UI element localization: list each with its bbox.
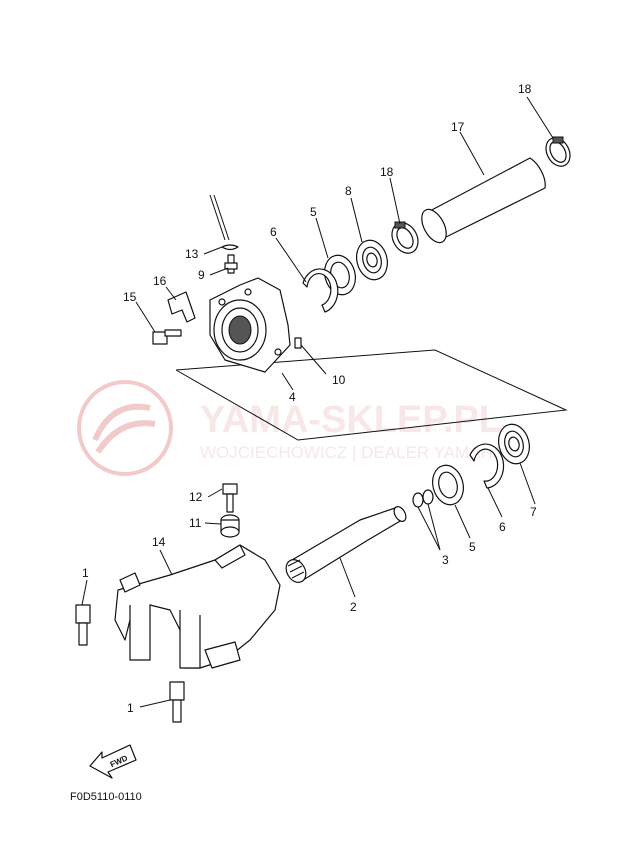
label-5-lower: 5: [469, 540, 476, 554]
label-10: 10: [332, 373, 346, 387]
label-5-upper: 5: [310, 205, 317, 219]
label-18-top: 18: [518, 82, 532, 96]
circlip-6-lower: [469, 443, 505, 489]
label-4: 4: [289, 390, 296, 404]
label-14: 14: [152, 535, 166, 549]
clamp-18-left: [391, 221, 419, 254]
label-6-upper: 6: [270, 225, 277, 239]
label-7: 7: [530, 505, 537, 519]
label-18-mid: 18: [380, 165, 394, 179]
circlip-6-upper: [302, 268, 339, 313]
label-17: 17: [451, 120, 465, 134]
pin-10: [294, 337, 302, 349]
cable: [209, 194, 226, 241]
bolt-1-upper: [75, 604, 91, 646]
label-3: 3: [442, 553, 449, 567]
label-1-upper: 1: [82, 566, 89, 580]
bracket-16: [167, 291, 196, 323]
label-6-lower: 6: [499, 520, 506, 534]
collar-11: [220, 514, 240, 538]
bolt-15: [152, 329, 182, 345]
watermark-title: YAMA-SKLEP.PL: [200, 399, 502, 441]
label-16: 16: [153, 274, 167, 288]
label-15: 15: [123, 290, 137, 304]
tube-17: [421, 157, 546, 244]
reference-labels: 18 17 18 8 6 5 13 9 16 15 10 4 12 11 14 …: [82, 82, 537, 715]
clamp-18-right: [545, 136, 571, 167]
label-13: 13: [185, 247, 199, 261]
o-rings-3: [412, 489, 434, 508]
fitting-9: [224, 254, 238, 274]
label-8: 8: [345, 184, 352, 198]
label-2: 2: [350, 600, 357, 614]
shaft-2: [285, 506, 407, 583]
fwd-arrow-icon: FWD: [89, 744, 137, 779]
body-14: [114, 544, 281, 669]
bolt-1-lower: [169, 681, 185, 723]
housing-4: [209, 277, 291, 373]
upper-assembly-outline: [175, 349, 568, 441]
watermark-subtitle: WOJCIECHOWICZ | DEALER YAMAHA: [200, 443, 505, 462]
seal-5-lower: [432, 464, 464, 506]
figure-code: F0D5110-0110: [70, 791, 142, 803]
label-12: 12: [189, 490, 203, 504]
bearing-7: [498, 423, 530, 465]
label-9: 9: [198, 268, 205, 282]
label-11: 11: [189, 516, 202, 530]
clip-13: [221, 244, 239, 251]
bolt-12: [222, 483, 238, 513]
leader-lines: [81, 96, 554, 708]
label-1-lower: 1: [127, 701, 134, 715]
watermark-logo-icon: [77, 380, 173, 476]
bearing-8: [356, 239, 388, 281]
